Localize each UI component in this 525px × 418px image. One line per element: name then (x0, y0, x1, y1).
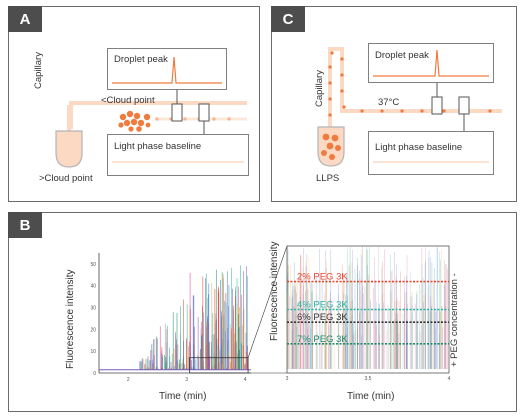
light-phase-box-c: Light phase baseline (368, 131, 494, 175)
detector-1 (171, 103, 183, 122)
droplet-peak-box-c: Droplet peak (368, 43, 494, 83)
peg-side-label: + PEG concentration - (449, 273, 460, 367)
sample-tube (55, 130, 83, 168)
panel-b: B 0 10 20 30 40 50 2 3 4 3 3.5 4 2% PEG 3K 4% PEG 3K… (8, 212, 517, 412)
inset-plot: 3 3.5 4 2% PEG 3K 4% PEG 3K6% PEG 3K 7% PEG 3… (286, 245, 451, 382)
panel-c: C Droplet peak Light phase baseline (271, 6, 517, 202)
zoom-connector-top (247, 245, 288, 358)
x-tick-label: 2 (127, 377, 130, 383)
y-tick-label: 30 (90, 306, 96, 312)
capillary-path-c (328, 47, 502, 127)
llps-label: LLPS (316, 173, 340, 184)
series-label: 7% PEG 3K (297, 334, 348, 345)
panel-a-tag: A (8, 6, 42, 32)
y-axis-label: Fluorescence intensity (65, 269, 76, 370)
zoom-box (189, 357, 249, 374)
panel-a: A Droplet peak Ligh (8, 6, 260, 202)
y-tick-label: 20 (90, 327, 96, 333)
cloud-point-below-label: <Cloud point (101, 95, 155, 106)
droplet-cluster (118, 110, 151, 132)
inset-x-axis-label: Time (min) (347, 391, 395, 402)
inset-x-tick-label: 3.5 (365, 376, 372, 382)
x-tick-label: 3 (185, 377, 188, 383)
droplet-peak-label: Droplet peak (114, 54, 168, 65)
light-phase-trace (112, 161, 244, 163)
droplet-peak-label-c: Droplet peak (375, 50, 429, 61)
light-phase-label: Light phase baseline (114, 141, 202, 152)
series-label: 6% PEG 3K (297, 312, 348, 323)
panel-a-schematic (55, 89, 247, 168)
y-tick-label: 10 (90, 349, 96, 355)
temperature-label: 37°C (378, 97, 400, 108)
series-label: 2% PEG 3K (297, 272, 348, 283)
light-phase-trace-c (373, 161, 489, 163)
inset-y-axis-label: Fluorescence intensity (269, 241, 280, 342)
droplet-peak-trace (112, 56, 222, 84)
light-phase-label-c: Light phase baseline (375, 142, 463, 153)
panel-c-tag: C (271, 6, 305, 32)
y-tick-label: 50 (90, 262, 96, 268)
cloud-point-above-label: >Cloud point (39, 173, 93, 184)
y-tick-label: 0 (93, 371, 96, 377)
chart-b: 0 10 20 30 40 50 2 3 4 3 3.5 4 2% PEG 3K 4% PEG 3K6%… (90, 245, 451, 383)
capillary-label-a: Capillary (33, 52, 44, 89)
droplet-peak-trace-c (373, 49, 489, 77)
panel-c-schematic (317, 47, 502, 167)
y-tick-label: 40 (90, 284, 96, 290)
detector-c-1 (431, 96, 443, 115)
inset-x-tick-label: 3 (286, 376, 289, 382)
series-label: 4% PEG 3K (297, 300, 348, 311)
llps-droplets (321, 133, 341, 160)
light-phase-box: Light phase baseline (107, 134, 249, 176)
x-tick-label: 4 (244, 377, 247, 383)
x-axis-label: Time (min) (159, 391, 207, 402)
capillary-label-c: Capillary (314, 70, 325, 107)
detector-c-2 (458, 96, 470, 115)
capillary-line (69, 101, 81, 129)
panel-b-tag: B (8, 212, 42, 238)
inset-x-tick-label: 4 (448, 376, 451, 382)
detector-2 (198, 103, 210, 122)
main-plot: 0 10 20 30 40 50 2 3 4 (90, 245, 288, 383)
droplet-peak-box: Droplet peak (107, 48, 227, 90)
